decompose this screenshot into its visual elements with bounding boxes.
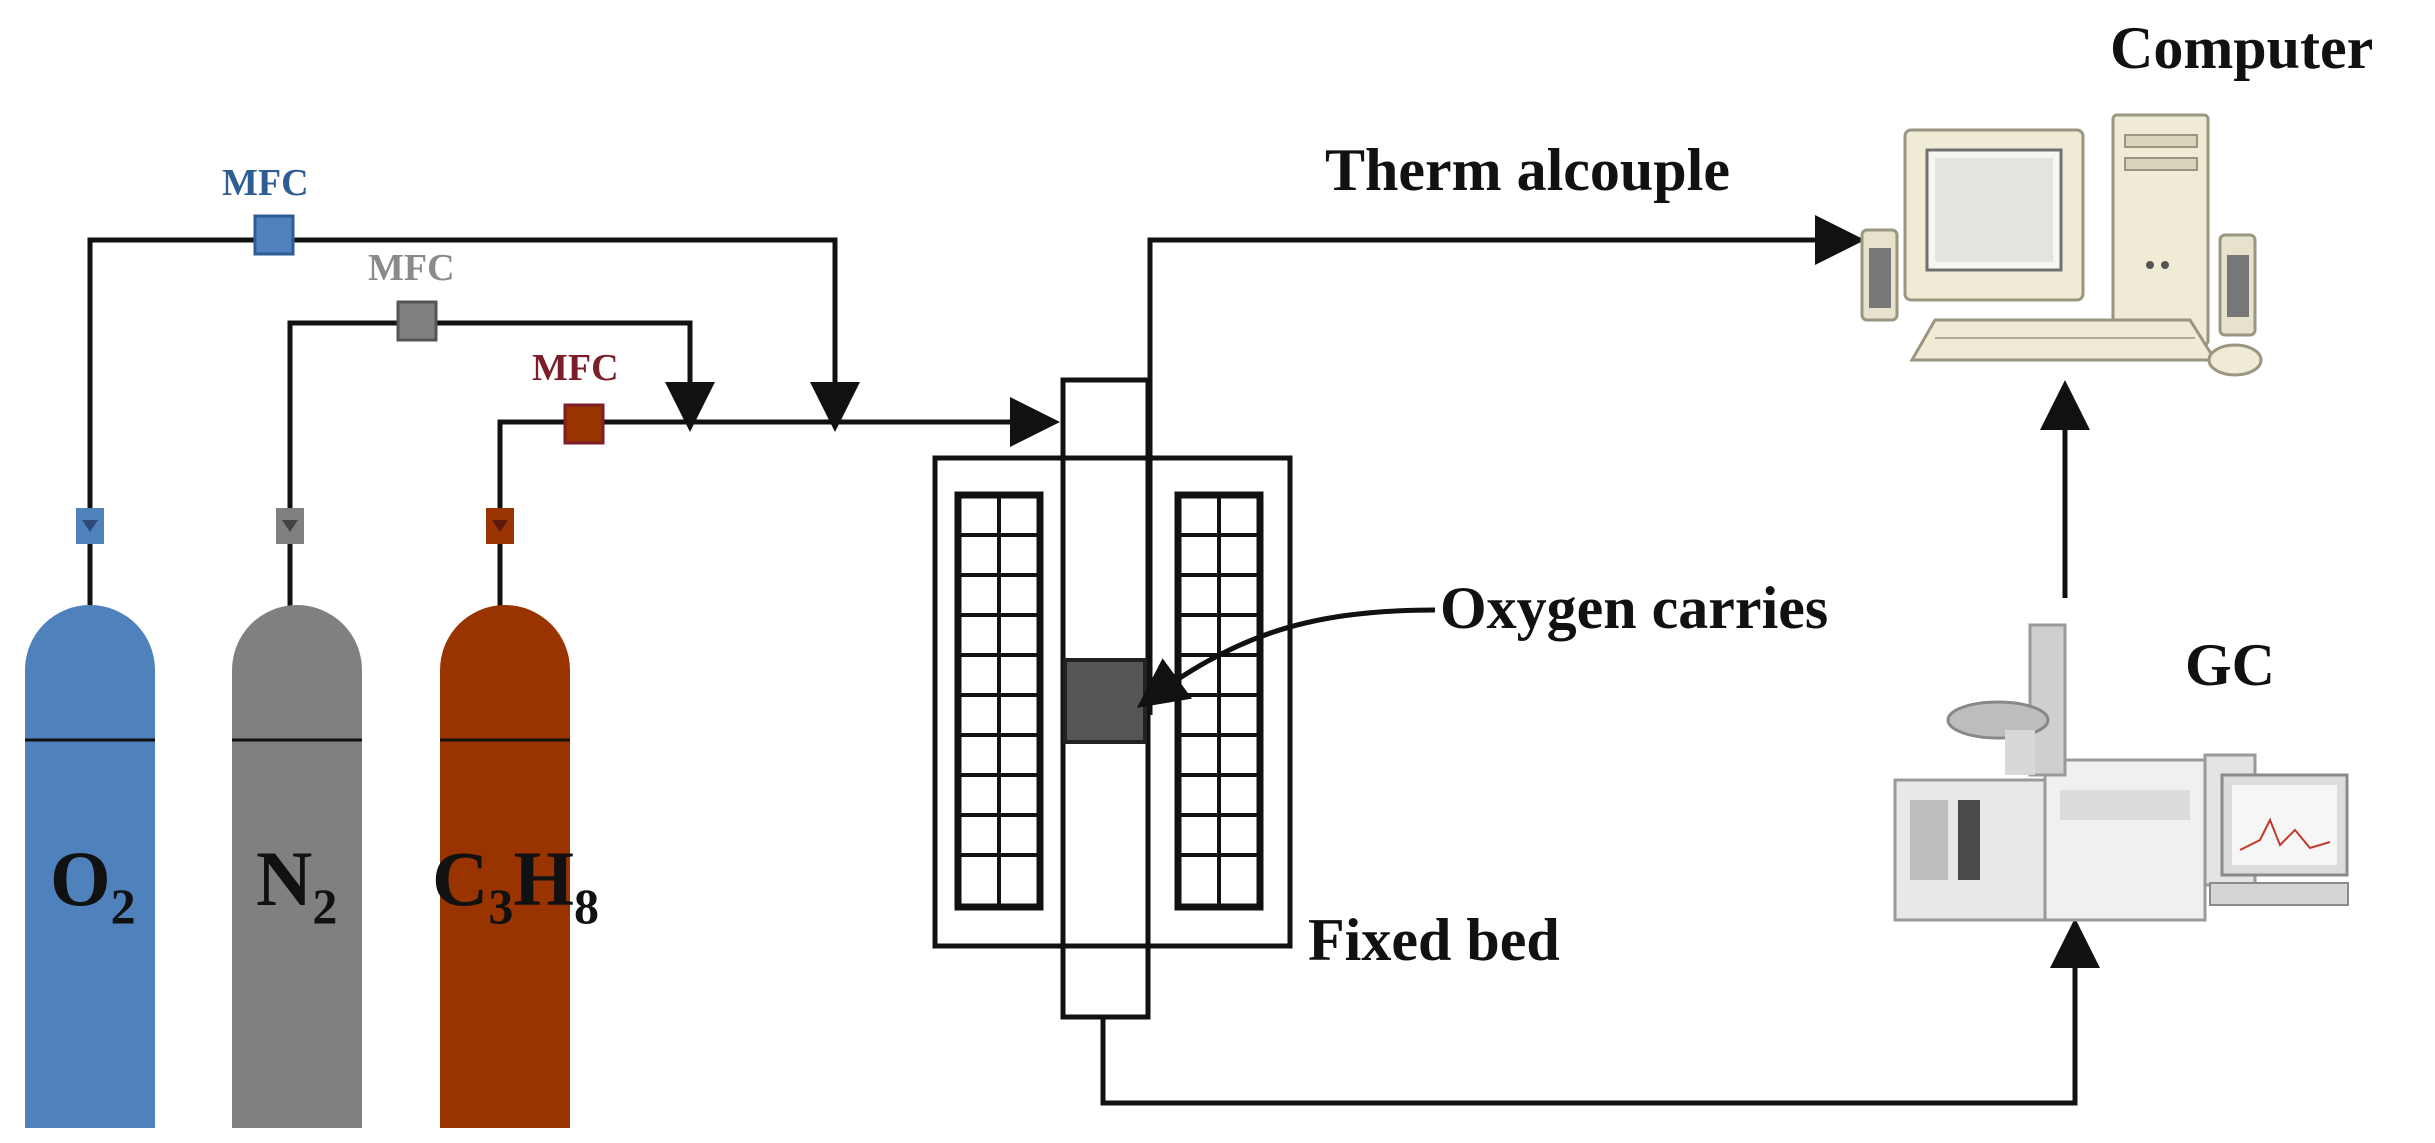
regulators xyxy=(76,508,514,610)
computer-icon xyxy=(1860,113,2263,377)
mfc-n2-box xyxy=(396,300,438,342)
mfc-c3h8-label: MFC xyxy=(532,347,619,389)
mfc-n2-label: MFC xyxy=(368,247,455,289)
fixed-bed-label: Fixed bed xyxy=(1308,907,1560,973)
o2-cylinder-label: O2 xyxy=(50,835,136,934)
o2-regulator-valve-icon xyxy=(82,520,98,532)
furnace-outer-frame xyxy=(932,455,1293,949)
o2-line xyxy=(87,237,860,520)
gas-cylinders: O2 N2 C3H8 xyxy=(25,605,599,1128)
fixed-bed-reactor xyxy=(932,377,1293,1020)
computer-label: Computer xyxy=(2110,15,2373,81)
oxygen-carrier-sample xyxy=(1063,658,1147,744)
c3h8-cylinder-label: C3H8 xyxy=(432,835,599,934)
o2-cylinder xyxy=(25,605,155,1128)
oxygen-carrier-pointer xyxy=(1136,607,1436,708)
gas-lines xyxy=(87,237,1060,520)
n2-cylinder-label: N2 xyxy=(256,835,337,934)
mfc-controllers: MFC MFC MFC xyxy=(222,162,619,445)
mfc-c3h8-box xyxy=(563,403,605,445)
mfc-o2-label: MFC xyxy=(222,162,309,204)
right-heater-element xyxy=(1174,491,1264,911)
thermocouple-label: Therm alcouple xyxy=(1325,137,1730,203)
c3h8-regulator-valve-icon xyxy=(492,520,508,532)
left-heater-element xyxy=(954,491,1044,911)
gc-instrument-icon xyxy=(1893,623,2349,922)
outlet-to-gc-line xyxy=(1100,918,2100,1106)
thermocouple-line xyxy=(1147,215,1865,715)
c3h8-cylinder xyxy=(440,605,570,1128)
n2-line xyxy=(287,320,715,520)
mfc-o2-box xyxy=(253,214,295,256)
oxygen-carriers-label: Oxygen carries xyxy=(1440,575,1828,641)
c3h8-line xyxy=(497,397,1060,520)
n2-cylinder xyxy=(232,605,362,1128)
n2-regulator-valve-icon xyxy=(282,520,298,532)
gc-label: GC xyxy=(2185,632,2275,698)
